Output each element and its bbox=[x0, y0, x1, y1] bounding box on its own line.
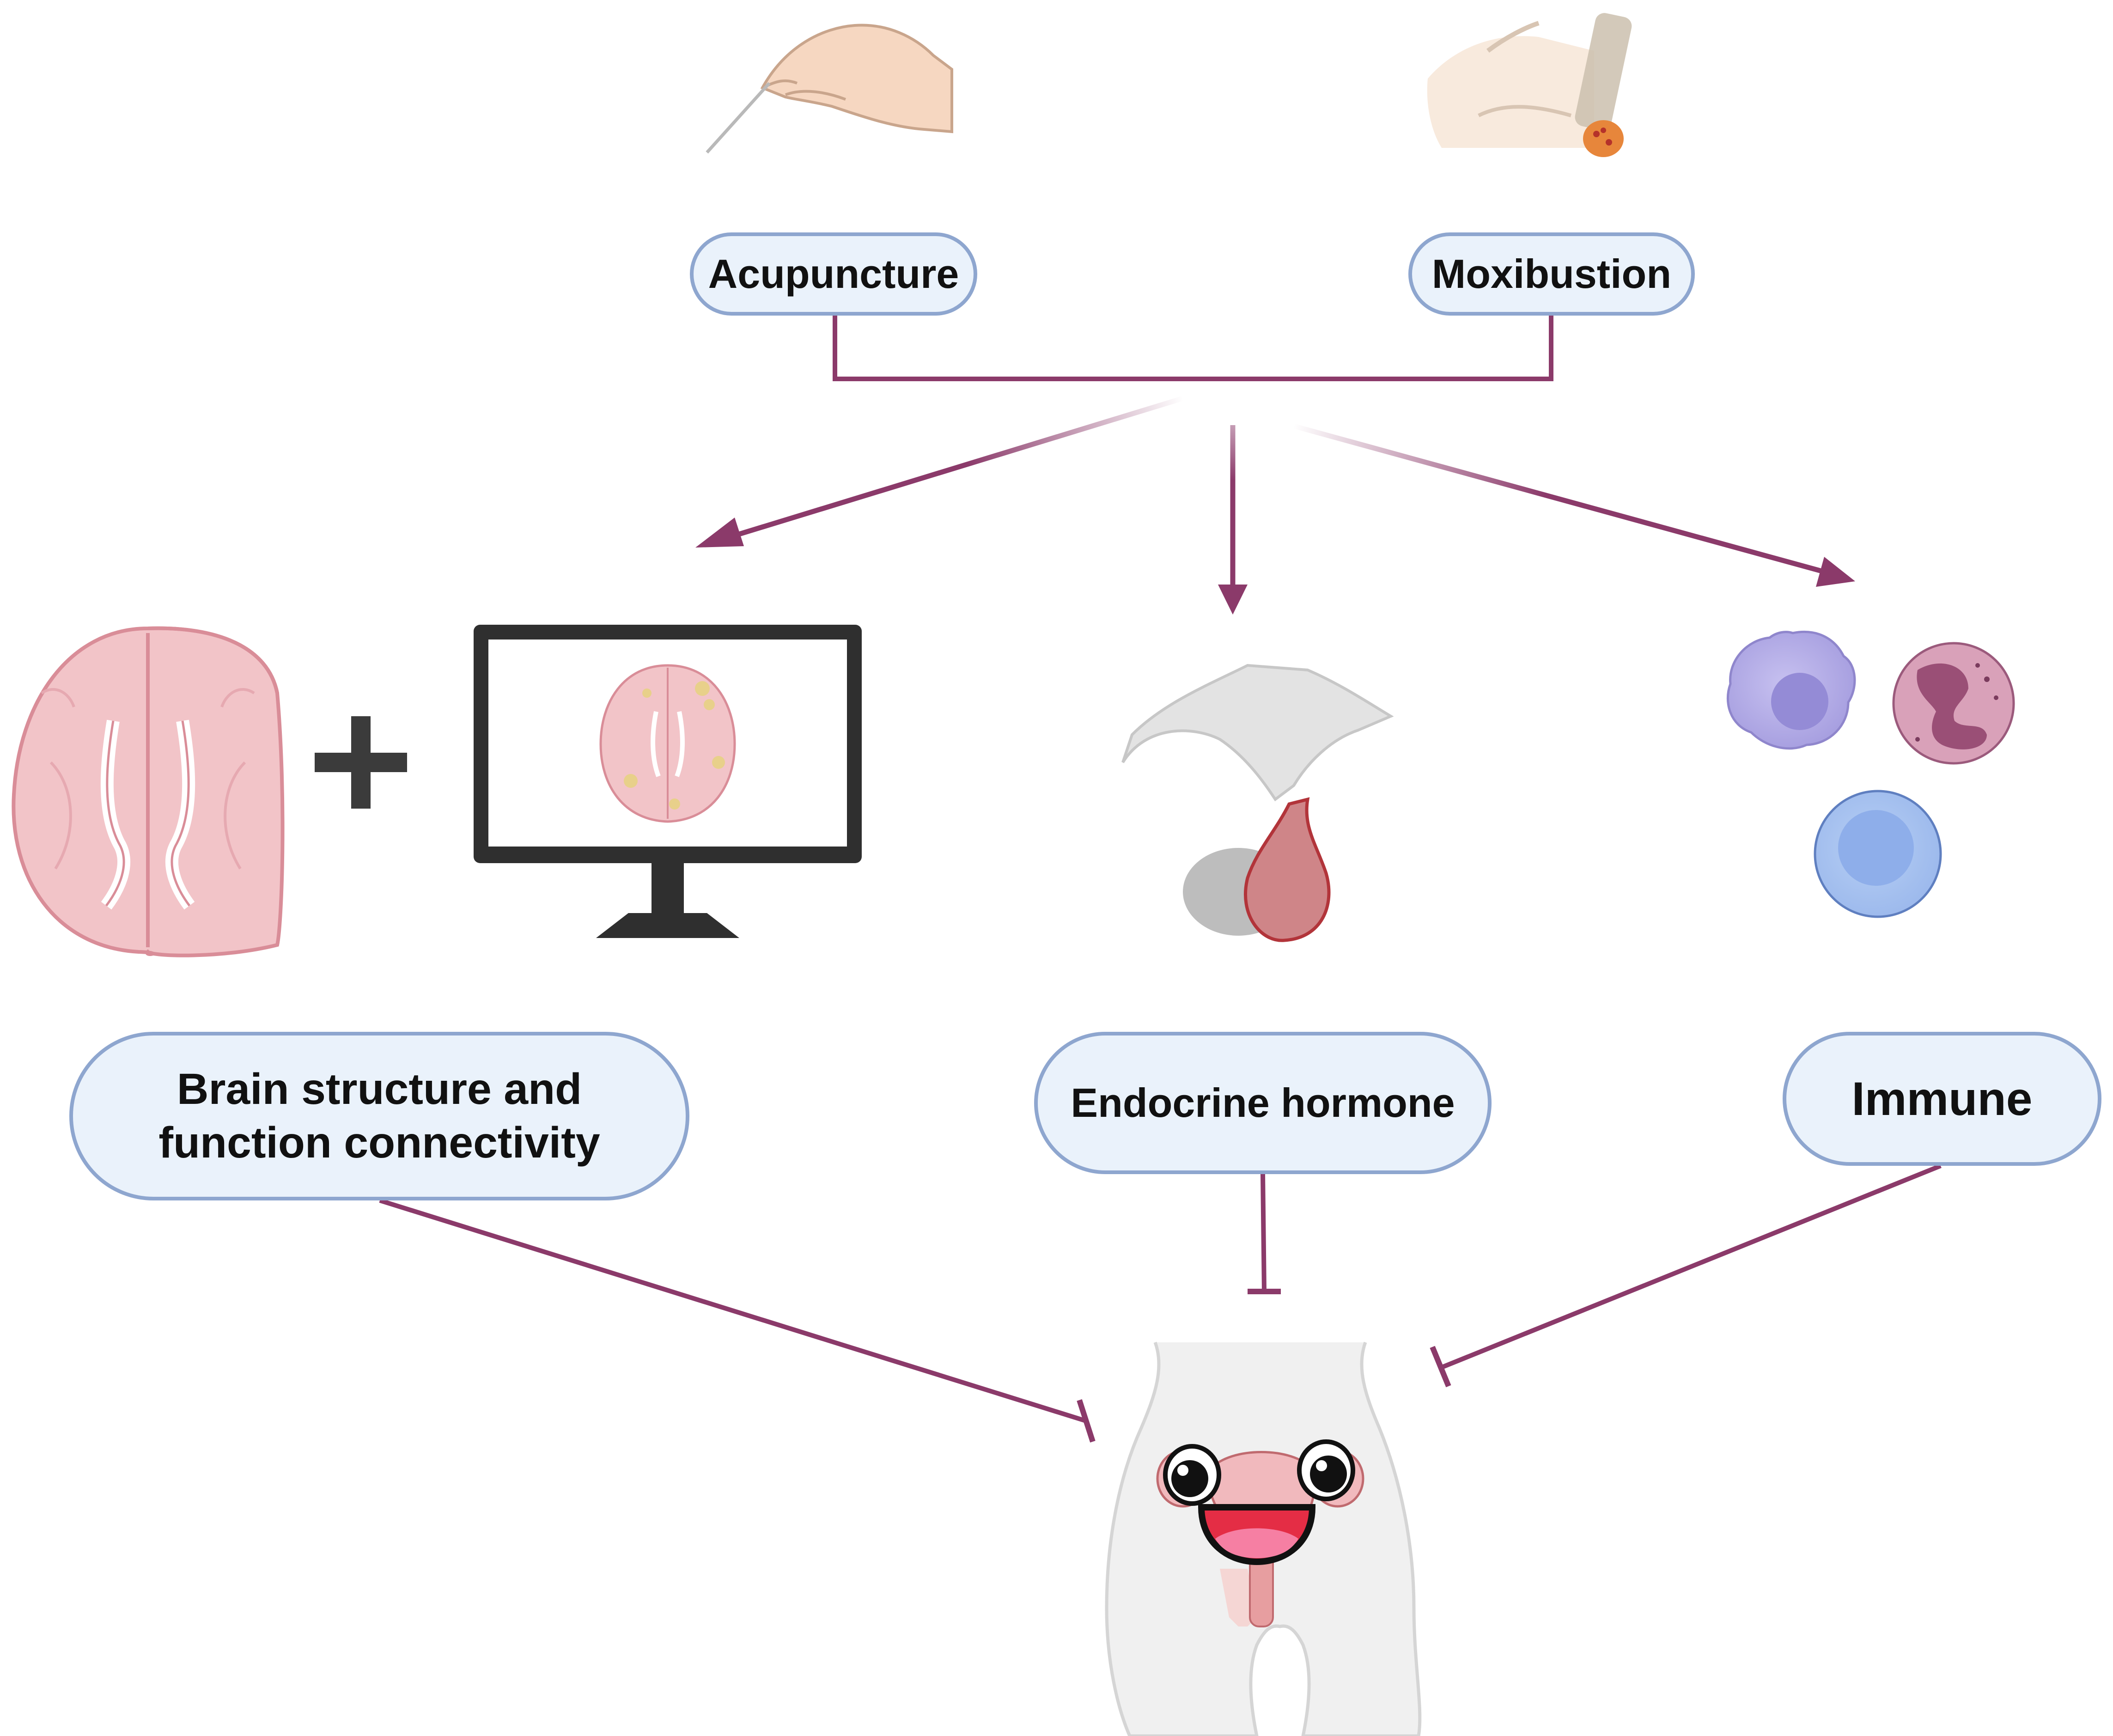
immune-cells-icon bbox=[1726, 630, 2015, 918]
inhibit-line-endocrine bbox=[1248, 1174, 1281, 1294]
arrow-to-immune bbox=[1293, 423, 1855, 587]
brain-mechanism-label: Brain structure and function connectivit… bbox=[69, 1032, 689, 1200]
endocrine-mechanism-label: Endocrine hormone bbox=[1034, 1032, 1492, 1174]
treatment-join-connector bbox=[833, 316, 1553, 381]
monitor-brain-scan-icon bbox=[474, 625, 862, 938]
arrow-to-brain bbox=[695, 396, 1184, 548]
brain-line-1: Brain structure and bbox=[177, 1064, 582, 1114]
immune-text: Immune bbox=[1851, 1072, 2033, 1125]
happy-uterus-body-icon bbox=[1105, 1341, 1422, 1736]
acupuncture-label: Acupuncture bbox=[690, 232, 977, 316]
brain-line-2: function connectivity bbox=[158, 1118, 600, 1167]
pituitary-gland-icon bbox=[1121, 664, 1394, 942]
inhibit-line-immune bbox=[1430, 1163, 1942, 1388]
acupuncture-needle-hand-icon bbox=[706, 24, 953, 154]
moxibustion-label: Moxibustion bbox=[1408, 232, 1695, 316]
brain-mechanism-text: Brain structure and function connectivit… bbox=[158, 1063, 600, 1170]
moxibustion-text: Moxibustion bbox=[1431, 251, 1672, 297]
inhibit-line-brain bbox=[379, 1198, 1096, 1443]
immune-mechanism-label: Immune bbox=[1783, 1032, 2101, 1166]
moxibustion-stick-hand-icon bbox=[1427, 13, 1632, 157]
arrow-to-endocrine bbox=[1218, 425, 1248, 615]
endocrine-text: Endocrine hormone bbox=[1071, 1080, 1455, 1126]
acupuncture-text: Acupuncture bbox=[708, 251, 959, 297]
brain-axial-icon bbox=[12, 626, 285, 957]
plus-icon bbox=[315, 716, 407, 809]
